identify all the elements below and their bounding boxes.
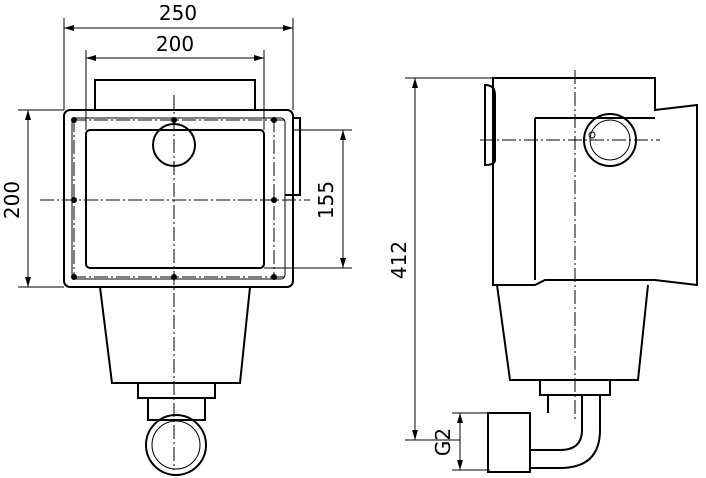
- dimension-412: 412: [387, 77, 493, 441]
- front-view: 250 200 200 155: [0, 1, 352, 476]
- dimension-155: 155: [264, 129, 352, 269]
- dim-label-200-height: 200: [0, 181, 24, 219]
- dimension-g2: G2: [431, 412, 490, 471]
- dim-label-250: 250: [159, 1, 197, 25]
- dimension-250: 250: [63, 1, 294, 110]
- side-view: 412 G2: [387, 70, 698, 473]
- dim-label-155: 155: [314, 181, 338, 219]
- dim-label-412: 412: [387, 241, 411, 279]
- dim-label-g2: G2: [431, 428, 455, 456]
- dim-label-200-width: 200: [156, 32, 194, 56]
- dimension-200-width: 200: [85, 32, 265, 130]
- dimension-200-height: 200: [0, 109, 64, 288]
